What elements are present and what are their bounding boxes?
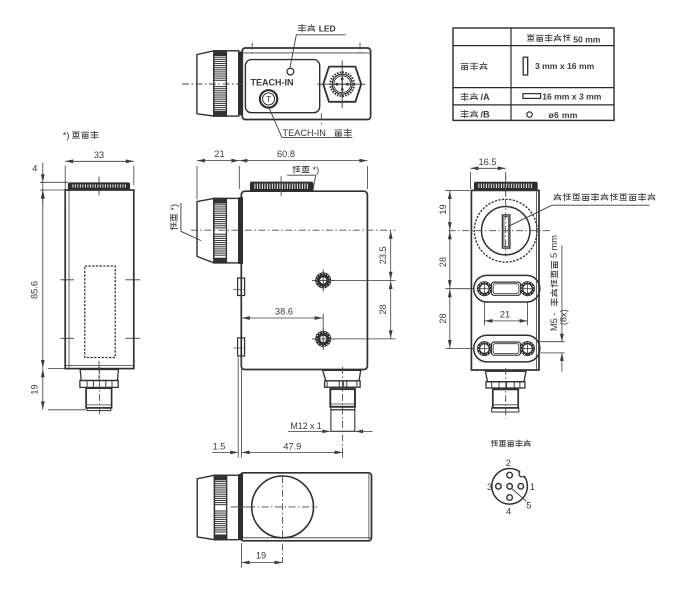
svg-text:/B: /B [481,109,491,119]
svg-text:2: 2 [506,457,511,468]
svg-text:33: 33 [94,150,104,160]
svg-text:23.5: 23.5 [378,246,388,264]
svg-text:M12 x 1: M12 x 1 [291,421,322,431]
svg-text:4: 4 [506,505,511,516]
svg-text:3 mm x 16 mm: 3 mm x 16 mm [535,61,595,71]
svg-text:21: 21 [214,149,224,159]
svg-text:M5 -: M5 - [549,313,559,331]
svg-text:16.5: 16.5 [479,157,497,167]
svg-text:4: 4 [32,164,37,174]
svg-text:60.8: 60.8 [277,149,295,159]
svg-text:LED: LED [319,24,336,34]
svg-text:*): *) [313,165,320,175]
svg-text:3: 3 [487,481,492,492]
svg-text:21: 21 [500,309,510,319]
svg-text:16 mm x 3 mm: 16 mm x 3 mm [542,92,602,102]
svg-text:5 mm: 5 mm [549,235,559,258]
svg-text:5: 5 [526,500,531,511]
svg-text:28: 28 [378,304,388,314]
svg-text:50 mm: 50 mm [573,34,601,44]
svg-text:1.5: 1.5 [213,442,226,452]
svg-text:28: 28 [438,257,448,267]
svg-text:47.9: 47.9 [283,442,301,452]
svg-text:/A: /A [481,92,491,102]
svg-text:1: 1 [530,481,535,492]
svg-text:T: T [266,95,271,104]
svg-text:85.6: 85.6 [29,281,39,299]
svg-text:*): *) [169,204,179,211]
svg-text:19: 19 [438,204,448,214]
svg-text:ø6 mm: ø6 mm [549,110,578,120]
svg-text:TEACH-IN: TEACH-IN [251,77,294,87]
svg-text:TEACH-IN: TEACH-IN [283,128,326,138]
svg-text:*): *) [63,130,70,140]
svg-text:(8x): (8x) [559,309,569,325]
svg-text:19: 19 [256,551,266,561]
svg-text:28: 28 [438,313,448,323]
svg-text:19: 19 [29,384,39,394]
svg-text:38.6: 38.6 [275,307,293,317]
